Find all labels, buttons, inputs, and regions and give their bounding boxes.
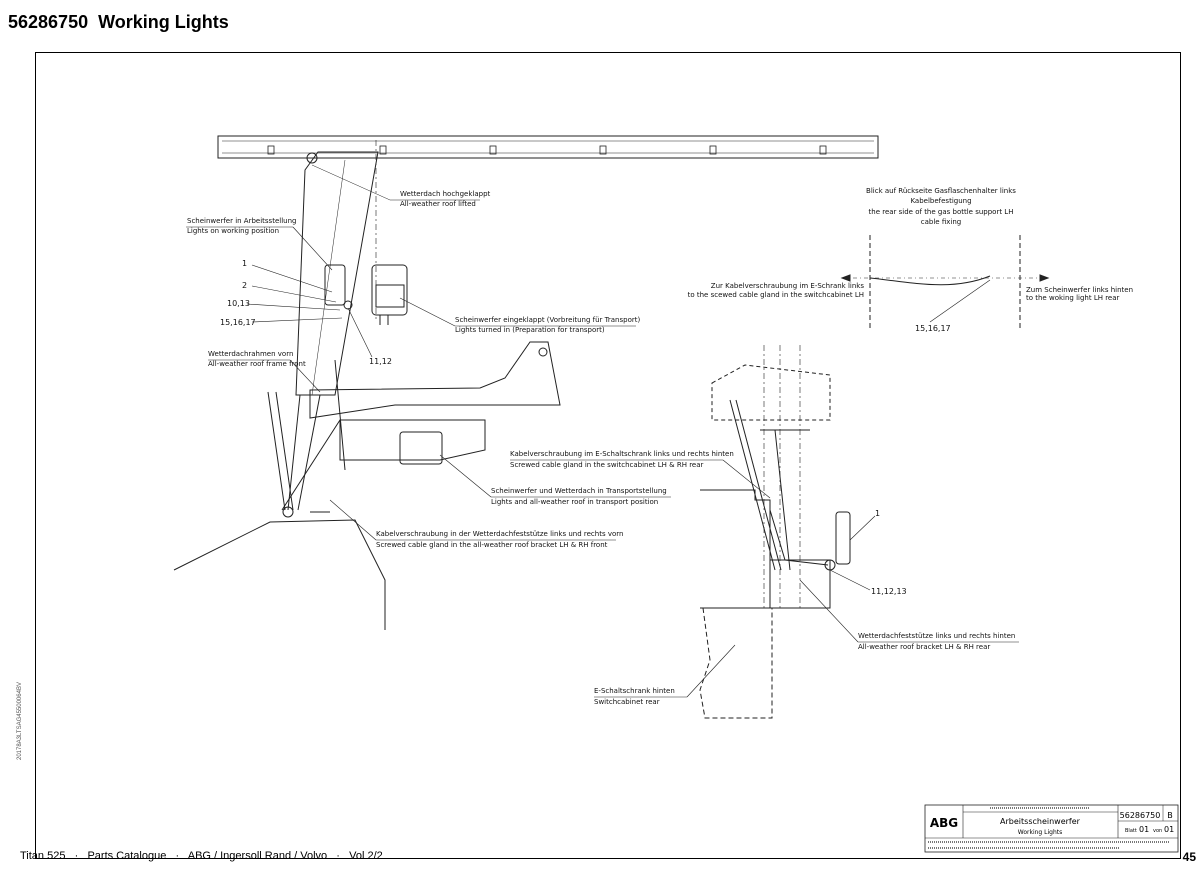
callout-roof-lifted-de: Wetterdach hochgeklappt bbox=[400, 190, 491, 198]
doc-number: 56286750 bbox=[8, 12, 89, 32]
roof-transport bbox=[309, 341, 561, 419]
callout-gland-bracket-de: Kabelverschraubung in der Wetterdachfest… bbox=[376, 530, 623, 538]
title-block-revision: B bbox=[1167, 811, 1173, 820]
callout-lights-in-en: Lights turned in (Preparation for transp… bbox=[455, 326, 605, 334]
view-title-de-1: Blick auf Rückseite Gasflaschenhalter li… bbox=[866, 187, 1016, 195]
callout-gland-bracket-en: Screwed cable gland in the all-weather r… bbox=[376, 541, 608, 549]
item-number: 11,12,13 bbox=[871, 587, 907, 596]
title-block-doc-number: 56286750 bbox=[1120, 811, 1161, 820]
rear-bracket-view bbox=[711, 364, 831, 421]
callout-lights-in-de: Scheinwerfer eingeklappt (Vorbreitung fü… bbox=[455, 316, 640, 324]
to-light-de: Zum Scheinwerfer links hinten bbox=[1026, 286, 1133, 294]
callout-transport-de: Scheinwerfer und Wetterdach in Transport… bbox=[491, 487, 667, 495]
view-title-de-2: Kabelbefestigung bbox=[910, 197, 971, 205]
title-block: ABG Arbeitsscheinwerfer Working Lights 5… bbox=[924, 804, 1179, 853]
item-number: 11,12 bbox=[369, 357, 392, 366]
callout-bracket-rear-de: Wetterdachfeststütze links und rechts hi… bbox=[858, 632, 1015, 640]
page-heading: Working Lights bbox=[98, 12, 229, 32]
item-number: 15,16,17 bbox=[915, 324, 951, 333]
to-gland-de: Zur Kabelverschraubung im E-Schrank link… bbox=[711, 282, 865, 290]
page-title: 56286750 Working Lights bbox=[8, 12, 229, 33]
callout-bracket-rear-en: All-weather roof bracket LH & RH rear bbox=[858, 643, 990, 651]
footer-text: Titan 525 · Parts Catalogue · ABG / Inge… bbox=[20, 850, 383, 862]
sheet-total: 01 bbox=[1164, 825, 1174, 834]
sheet-label: Blatt bbox=[1125, 828, 1137, 834]
abg-logo: ABG bbox=[930, 816, 958, 830]
work-light-rear bbox=[835, 511, 851, 565]
work-light-working bbox=[324, 264, 346, 306]
callout-transport-en: Lights and all-weather roof in transport… bbox=[491, 498, 658, 506]
work-light-folded bbox=[371, 264, 408, 316]
side-code: 20178A3LTSAG45500064BV bbox=[17, 682, 23, 760]
callout-gland-cabinet-en: Screwed cable gland in the switchcabinet… bbox=[510, 461, 704, 469]
callout-lights-working-en: Lights on working position bbox=[187, 227, 279, 235]
view-title-en-2: cable fixing bbox=[921, 218, 961, 226]
callout-frame-front-de: Wetterdachrahmen vorn bbox=[208, 350, 293, 358]
callout-frame-front-en: All-weather roof frame front bbox=[208, 360, 306, 368]
item-number: 1 bbox=[875, 509, 880, 518]
callout-gland-cabinet-de: Kabelverschraubung im E-Schaltschrank li… bbox=[510, 450, 734, 458]
of-label: von bbox=[1153, 828, 1162, 834]
title-block-title-de: Arbeitsscheinwerfer bbox=[1000, 817, 1081, 826]
roof-post bbox=[295, 151, 379, 396]
work-light-transport bbox=[399, 431, 443, 465]
item-number: 2 bbox=[242, 281, 247, 290]
item-number: 15,16,17 bbox=[220, 318, 256, 327]
callout-switch-rear-en: Switchcabinet rear bbox=[594, 698, 660, 706]
sheet-number: 01 bbox=[1139, 825, 1149, 834]
view-title-en-1: the rear side of the gas bottle support … bbox=[869, 208, 1014, 216]
roof-bar bbox=[217, 135, 879, 159]
to-gland-en: to the scewed cable gland in the switchc… bbox=[688, 291, 864, 299]
callout-lights-working-de: Scheinwerfer in Arbeitsstellung bbox=[187, 217, 296, 225]
title-block-title-en: Working Lights bbox=[1018, 829, 1062, 836]
item-number: 1 bbox=[242, 259, 247, 268]
callout-switch-rear-de: E-Schaltschrank hinten bbox=[594, 687, 675, 695]
callout-roof-lifted-en: All-weather roof lifted bbox=[400, 200, 476, 208]
drawing-frame bbox=[35, 52, 1181, 859]
page-number: 45 bbox=[1182, 850, 1196, 864]
to-light-en: to the woking light LH rear bbox=[1026, 294, 1120, 302]
item-number: 10,13 bbox=[227, 299, 250, 308]
